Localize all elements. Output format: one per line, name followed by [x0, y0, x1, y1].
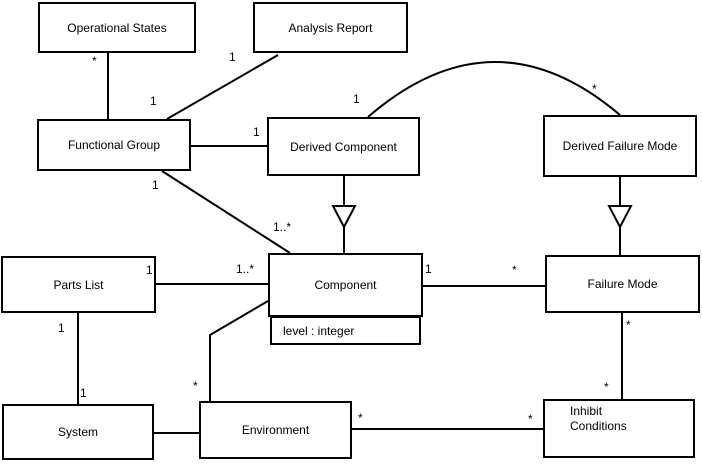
multiplicity-label: 1 — [353, 92, 360, 106]
class-parts-list: Parts List — [1, 256, 156, 313]
class-name: Operational States — [67, 20, 167, 35]
assoc-functional-group-component — [161, 170, 291, 254]
multiplicity-label: * — [193, 379, 198, 393]
class-failure-mode: Failure Mode — [545, 255, 700, 313]
generalization-triangle-icon — [331, 205, 357, 230]
class-name: Derived Failure Mode — [562, 139, 678, 153]
multiplicity-label: * — [512, 263, 517, 277]
multiplicity-label: * — [92, 54, 97, 68]
class-name: Environment — [241, 423, 310, 437]
class-name: Parts List — [53, 277, 104, 292]
multiplicity-label: * — [358, 411, 363, 425]
class-inhibit-conditions: Inhibit Conditions — [543, 399, 695, 458]
multiplicity-label: * — [626, 318, 631, 332]
class-environment: Environment — [199, 401, 352, 459]
multiplicity-label: 1..* — [273, 220, 292, 234]
attribute-level: level : integer — [283, 323, 355, 338]
multiplicity-label: * — [528, 412, 533, 426]
class-name: Inhibit Conditions — [570, 404, 627, 433]
assoc-component-environment — [209, 300, 269, 402]
generalization-derived-failure-mode-failure-mode — [607, 177, 633, 256]
multiplicity-label: 1 — [425, 262, 432, 276]
multiplicity-label: 1 — [152, 178, 159, 192]
class-system: System — [2, 404, 154, 460]
multiplicity-label: 1 — [150, 94, 157, 108]
class-name: Analysis Report — [288, 20, 373, 35]
multiplicity-label: 1 — [58, 321, 65, 335]
multiplicity-label: 1 — [146, 263, 153, 277]
class-name: System — [57, 425, 98, 439]
class-component: Component — [268, 253, 423, 317]
class-component-attributes: level : integer — [270, 316, 421, 345]
multiplicity-label: 1 — [229, 50, 236, 64]
multiplicity-label: 1 — [253, 125, 260, 139]
multiplicity-label: * — [604, 380, 609, 394]
class-derived-component: Derived Component — [267, 117, 420, 176]
multiplicity-label: 1 — [80, 386, 87, 400]
class-functional-group: Functional Group — [37, 119, 191, 171]
generalization-triangle-icon — [607, 205, 633, 230]
class-name: Derived Component — [290, 139, 397, 154]
class-derived-failure-mode: Derived Failure Mode — [543, 115, 697, 177]
generalization-derived-component-component — [331, 176, 357, 254]
class-operational-states: Operational States — [38, 2, 196, 53]
class-name: Failure Mode — [587, 277, 658, 291]
multiplicity-label: 1..* — [236, 262, 255, 276]
multiplicity-label: * — [592, 82, 597, 96]
class-name: Component — [314, 278, 377, 292]
class-analysis-report: Analysis Report — [253, 2, 408, 53]
assoc-analysis-report-functional-group — [166, 54, 279, 120]
assoc-derived-component-derived-failure-mode-arc — [367, 61, 621, 118]
class-name: Functional Group — [67, 138, 161, 152]
